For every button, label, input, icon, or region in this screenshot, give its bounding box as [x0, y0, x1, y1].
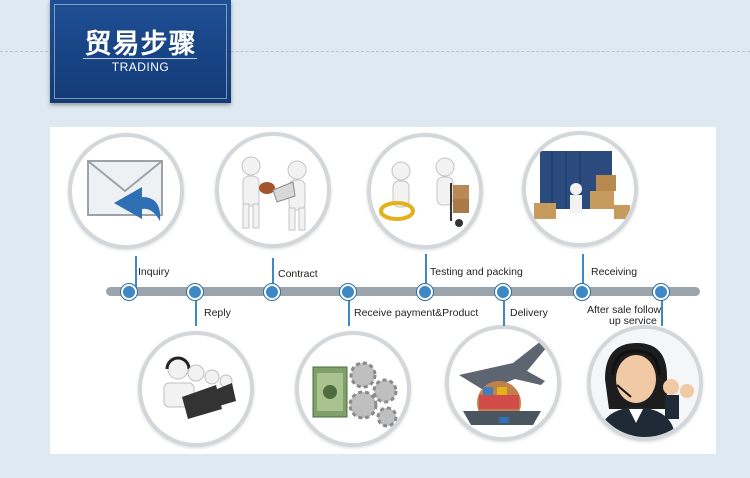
connector-testing [425, 254, 427, 291]
badge-separator [83, 58, 197, 59]
connector-payment [348, 298, 350, 326]
money-gears-icon [312, 361, 398, 428]
step-label-reply: Reply [204, 307, 231, 319]
container-boxes-icon [534, 151, 630, 219]
timeline-dot-testing [417, 284, 433, 300]
connector-delivery [503, 298, 505, 326]
step-label-payment: Receive payment&Product [354, 307, 479, 319]
customer-service-agent-icon [591, 329, 699, 437]
connector-reply [195, 298, 197, 326]
step-label-aftersale-line1: After sale follow [587, 304, 662, 316]
plane-ship-icon [459, 341, 547, 425]
magnifier-hand-truck-icon [379, 157, 469, 227]
step-delivery-image [445, 325, 561, 441]
step-reply-image [138, 331, 254, 447]
step-label-delivery: Delivery [510, 307, 548, 319]
step-testing-image [367, 133, 483, 249]
step-inquiry-image [68, 133, 184, 249]
step-contract-image [215, 132, 331, 248]
connector-contract [272, 258, 274, 291]
section-title: 贸易步骤 [84, 29, 197, 60]
connector-inquiry [135, 256, 137, 291]
step-aftersale-image [587, 325, 703, 441]
header-divider [0, 51, 750, 52]
timeline-dot-inquiry [121, 284, 137, 300]
timeline-dot-aftersale [653, 284, 669, 300]
timeline-dot-reply [187, 284, 203, 300]
step-label-receiving: Receiving [591, 266, 638, 278]
handshake-contract-icon [241, 156, 307, 231]
timeline-dot-receiving [574, 284, 590, 300]
timeline-dot-delivery [495, 284, 511, 300]
process-timeline [106, 287, 700, 296]
step-receiving-image [522, 131, 638, 247]
envelope-reply-icon [87, 160, 163, 221]
step-label-aftersale-line2: up service [609, 315, 657, 327]
connector-aftersale [661, 298, 663, 326]
connector-receiving [582, 254, 584, 291]
step-label-testing: Testing and packing [430, 266, 523, 278]
step-label-contract: Contract [278, 268, 318, 280]
call-center-computers-icon [163, 356, 236, 419]
section-subtitle: TRADING [111, 60, 170, 74]
timeline-dot-payment [340, 284, 356, 300]
badge-border [54, 4, 227, 99]
section-badge: 贸易步骤 TRADING [50, 0, 231, 103]
step-label-inquiry: Inquiry [138, 266, 170, 278]
timeline-dot-contract [264, 284, 280, 300]
step-payment-image [295, 331, 411, 447]
